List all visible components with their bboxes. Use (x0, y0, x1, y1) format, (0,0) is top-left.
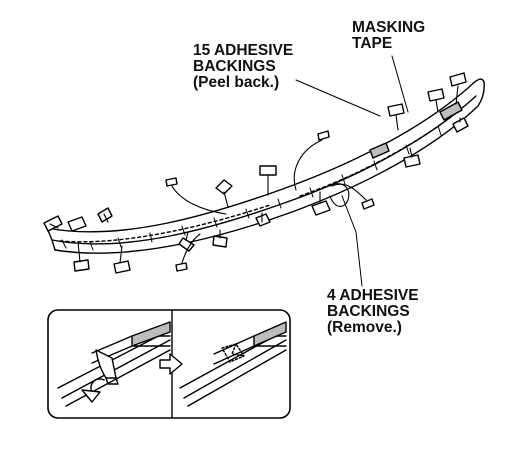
adhesive-15-label-line2: BACKINGS (193, 58, 276, 75)
leader-lines (295, 55, 409, 287)
inset-left-detail (57, 321, 171, 407)
adhesive-4-label-line1: 4 ADHESIVE (327, 287, 419, 304)
masking-tape-label-line2: TAPE (352, 35, 393, 52)
adhesive-4-label-line2: BACKINGS (327, 303, 410, 320)
adhesive-tabs-peel (43, 72, 469, 274)
adhesive-4-label: 4 ADHESIVE BACKINGS (Remove.) (327, 288, 419, 336)
adhesive-4-label-line3: (Remove.) (327, 319, 402, 336)
molding-strip (46, 78, 485, 254)
adhesive-15-label: 15 ADHESIVE BACKINGS (Peel back.) (193, 43, 293, 91)
masking-tape-label-line1: MASKING (352, 19, 426, 36)
peel-lines (49, 85, 461, 264)
inset-right-detail (179, 321, 287, 407)
inset-panel (47, 309, 291, 419)
adhesive-15-label-line1: 15 ADHESIVE (193, 42, 294, 59)
step-arrow-icon (159, 353, 183, 375)
masking-tape-label: MASKING TAPE (352, 20, 425, 52)
peel-arrow-icon (81, 378, 105, 403)
adhesive-15-label-line3: (Peel back.) (193, 74, 280, 91)
